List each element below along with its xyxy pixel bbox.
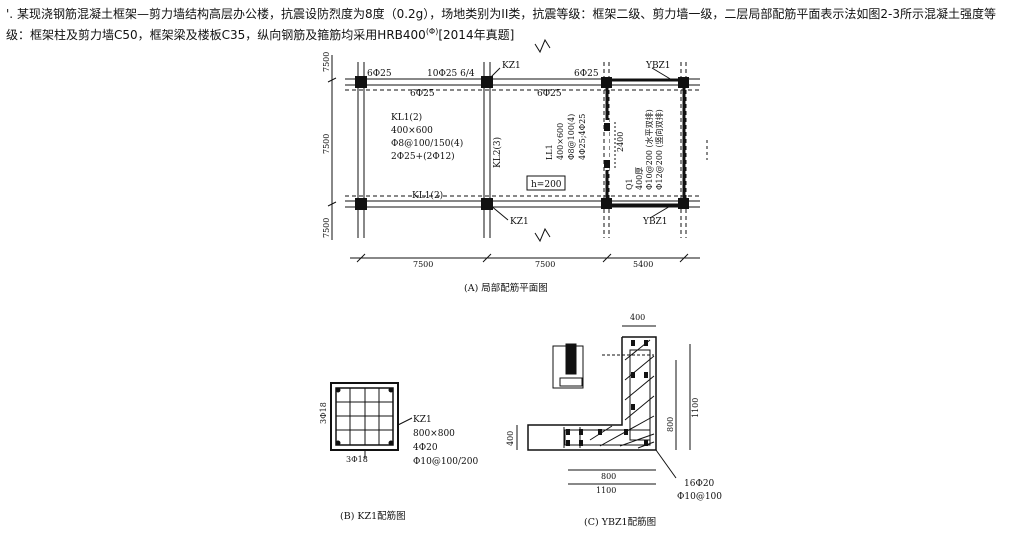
kz1-bottom-bars: 3Φ18 [346,455,368,464]
kl2-label: KL2(3) [492,137,503,168]
ybz1-bars: 16Φ20 [684,479,715,489]
plan-columns [355,76,689,210]
ybz1-bottom-label: YBZ1 [642,217,668,227]
column-ybz1 [601,77,612,88]
kl1-bars: 2Φ25+(2Φ12) [391,151,455,162]
question-number: '. [6,7,14,21]
dim-span-2: 7500 [322,134,331,154]
opening-size: 2400 [616,132,625,152]
ybz1-stirrup: Φ10@100 [677,492,722,502]
dim-span-3: 7500 [322,218,331,238]
caption-b: (B) KZ1配筋图 [340,510,406,522]
dim-bay-3: 5400 [633,260,653,269]
column-ybz1 [678,77,689,88]
kl1-stirrup: Φ8@100/150(4) [391,138,463,149]
column-kz1 [355,76,367,88]
kz1-stirrup: Φ10@100/200 [413,457,478,467]
kl1-name: KL1(2) [391,112,422,123]
label-bottom-bar-right: 6Φ25 [537,89,562,99]
label-kz1-top: KZ1 [502,61,521,71]
q1-vertical: Φ12@200 (竖向双排) [654,109,664,190]
question-source: [2014年真题] [438,28,515,42]
ll1-name: LL1 [545,144,554,160]
kz1-bottom-label: KZ1 [510,217,529,227]
column-kz1 [481,198,493,210]
column-kz1 [481,76,493,88]
dim-bay-1: 7500 [413,260,433,269]
label-top-right-bar: 6Φ25 [574,69,599,79]
rebar-symbol: (Φ) [425,27,439,36]
kz1-name: KZ1 [413,415,432,425]
ll1-bars: 4Φ25;4Φ25 [578,114,587,160]
column-ybz1 [678,198,689,209]
q1-horizontal: Φ10@200 (水平双排) [644,109,654,190]
kz1-size: 800×800 [413,429,455,439]
ybz1-dim-right-outer: 1100 [691,398,700,418]
ybz1-section [516,325,691,485]
q1-thickness: 400厚 [635,167,644,190]
ybz1-dim-top: 400 [630,313,645,322]
label-top-mid-bar: 10Φ25 6/4 [427,69,475,79]
label-top-left-bar: 6Φ25 [367,69,392,79]
kz1-side-bars: 3Φ18 [319,402,328,424]
kl1-size: 400×600 [391,126,433,136]
ll1-size: 400×600 [556,123,565,160]
q1-name: Q1 [625,178,634,190]
kz1-corner-bars: 4Φ20 [413,443,438,453]
ybz1-dim-left: 400 [506,431,515,446]
question-line-1: 某现浇钢筋混凝土框架—剪力墙结构高层办公楼，抗震设防烈度为8度（0.2g），场地… [16,7,996,21]
dim-bay-2: 7500 [535,260,555,269]
slab-thickness: h=200 [531,180,562,190]
ybz1-dim-bottom-inner: 800 [601,472,616,481]
question-line-2: 级：框架柱及剪力墙C50，框架梁及楼板C35，纵向钢筋及箍筋均采用HRB400 [6,28,426,42]
label-bottom-bar-left: 6Φ25 [410,89,435,99]
column-ybz1 [601,198,612,209]
ybz1-dim-bottom-outer: 1100 [596,486,616,495]
kl1-bottom-label: KL1(2) [412,190,443,201]
ybz1-dim-right-inner: 800 [666,417,675,432]
question-text: '. 某现浇钢筋混凝土框架—剪力墙结构高层办公楼，抗震设防烈度为8度（0.2g）… [6,6,1010,44]
caption-a: (A) 局部配筋平面图 [464,282,548,294]
caption-c: (C) YBZ1配筋图 [584,516,656,528]
dim-span-1: 7500 [322,52,331,72]
label-ybz1-top: YBZ1 [645,61,671,71]
kz1-section [330,382,413,458]
ll1-stirrup: Φ8@100(4) [567,114,576,160]
column-kz1 [355,198,367,210]
